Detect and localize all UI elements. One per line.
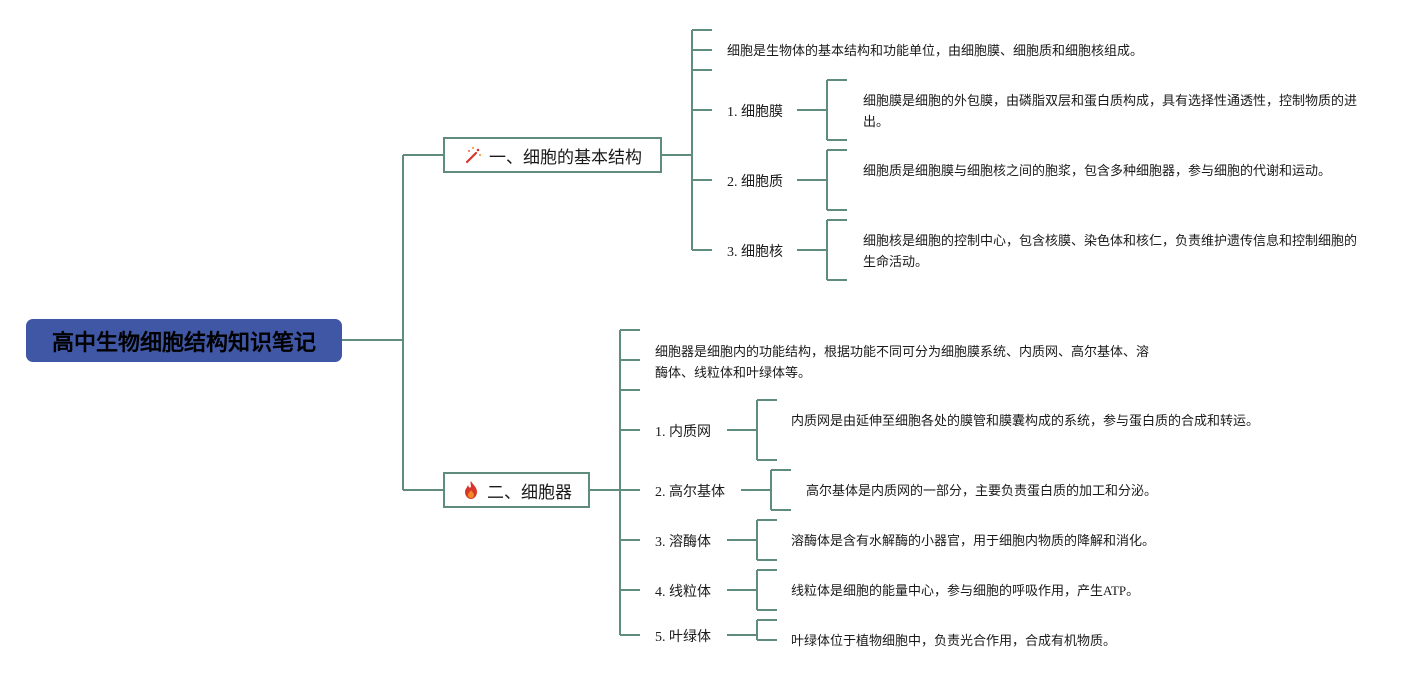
subtopic-cytoplasm[interactable]: 2. 细胞质 xyxy=(727,175,783,190)
branch-basic-structure[interactable]: 一、细胞的基本结构 xyxy=(443,137,662,173)
detail-cell-membrane: 细胞膜是细胞的外包膜，由磷脂双层和蛋白质构成，具有选择性通透性，控制物质的进出。 xyxy=(863,93,1358,129)
detail-golgi: 高尔基体是内质网的一部分，主要负责蛋白质的加工和分泌。 xyxy=(806,483,1158,498)
subtopic-er[interactable]: 1. 内质网 xyxy=(655,425,711,440)
subtopic-cell-membrane[interactable]: 1. 细胞膜 xyxy=(727,105,783,120)
detail-cytoplasm: 细胞质是细胞膜与细胞核之间的胞浆，包含多种细胞器，参与细胞的代谢和运动。 xyxy=(863,163,1332,178)
branch-title: 一、细胞的基本结构 xyxy=(489,147,642,168)
fire-icon xyxy=(461,480,481,500)
subtopic-golgi[interactable]: 2. 高尔基体 xyxy=(655,485,725,500)
detail-chloroplast: 叶绿体位于植物细胞中，负责光合作用，合成有机物质。 xyxy=(791,633,1117,648)
branch-title: 二、细胞器 xyxy=(487,482,572,503)
subtopic-mitochondria[interactable]: 4. 线粒体 xyxy=(655,585,711,600)
subtopic-lysosome[interactable]: 3. 溶酶体 xyxy=(655,535,711,550)
intro-text: 细胞是生物体的基本结构和功能单位，由细胞膜、细胞质和细胞核组成。 xyxy=(727,43,1144,58)
detail-mitochondria: 线粒体是细胞的能量中心，参与细胞的呼吸作用，产生ATP。 xyxy=(791,583,1140,598)
root-title: 高中生物细胞结构知识笔记 xyxy=(51,330,316,356)
detail-er: 内质网是由延伸至细胞各处的膜管和膜囊构成的系统，参与蛋白质的合成和转运。 xyxy=(791,413,1260,428)
detail-lysosome: 溶酶体是含有水解酶的小器官，用于细胞内物质的降解和消化。 xyxy=(791,533,1156,548)
subtopic-chloroplast[interactable]: 5. 叶绿体 xyxy=(655,630,711,645)
subtopic-nucleus[interactable]: 3. 细胞核 xyxy=(727,245,783,260)
magic-wand-icon xyxy=(463,145,483,165)
root-topic[interactable]: 高中生物细胞结构知识笔记 xyxy=(26,319,342,362)
branch-organelles[interactable]: 二、细胞器 xyxy=(443,472,590,508)
intro-text: 细胞器是细胞内的功能结构，根据功能不同可分为细胞膜系统、内质网、高尔基体、溶酶体… xyxy=(655,344,1150,380)
detail-nucleus: 细胞核是细胞的控制中心，包含核膜、染色体和核仁，负责维护遗传信息和控制细胞的生命… xyxy=(863,233,1358,269)
